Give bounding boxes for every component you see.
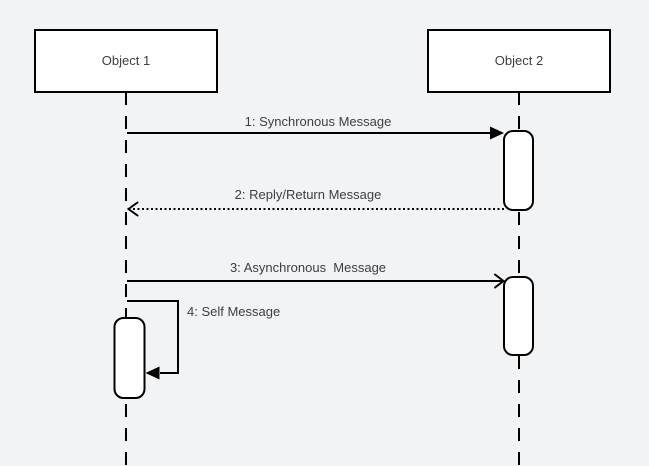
actor-object-1: Object 1 <box>34 29 218 93</box>
activation-bar-object-2-second <box>503 276 534 356</box>
message-3-asynchronous: 3: Asynchronous Message <box>127 260 506 289</box>
message-3-open-arrowhead-icon <box>494 273 506 289</box>
message-1-synchronous: 1: Synchronous Message <box>127 114 504 140</box>
actor-label-object-1: Object 1 <box>102 53 150 68</box>
message-3-label: 3: Asynchronous Message <box>230 260 386 275</box>
message-4-filled-arrowhead-icon <box>145 366 160 380</box>
actor-box-object-1 <box>34 29 218 93</box>
actor-box-object-2 <box>427 29 611 93</box>
actor-object-2: Object 2 <box>427 29 611 93</box>
message-2-reply: 2: Reply/Return Message <box>126 187 504 217</box>
actor-label-object-2: Object 2 <box>495 53 543 68</box>
message-4-label: 4: Self Message <box>187 304 280 319</box>
message-2-label: 2: Reply/Return Message <box>235 187 382 202</box>
message-4-loop-line <box>127 300 179 374</box>
message-1-filled-arrowhead-icon <box>490 126 504 140</box>
message-2-open-arrowhead-icon <box>126 201 139 217</box>
activation-bar-object-1 <box>113 317 146 399</box>
activation-bar-object-2-first <box>503 130 534 211</box>
message-1-label: 1: Synchronous Message <box>245 114 392 129</box>
message-4-self: 4: Self Message <box>127 300 280 374</box>
